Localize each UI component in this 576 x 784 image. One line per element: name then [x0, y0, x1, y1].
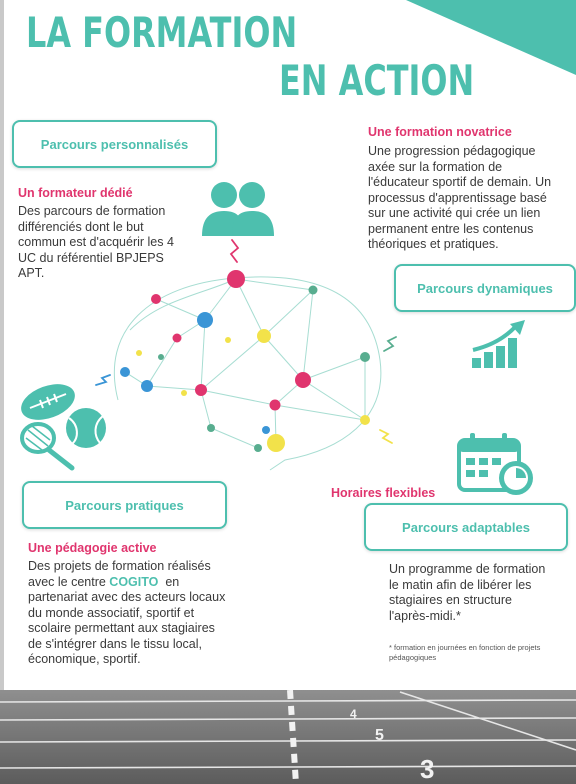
text-line: UC du référentiel BPJEPS: [18, 250, 164, 265]
text-line: sur une activité qui crée un lien: [368, 206, 541, 220]
pill-parcours-personnalises: Parcours personnalisés: [12, 120, 217, 168]
text-line: de s'intégrer dans le tissu local,: [28, 636, 203, 651]
sports-balls-icon: [20, 384, 106, 471]
page-title-line2: EN ACTION: [279, 56, 475, 105]
track-lane-number: 3: [420, 754, 434, 784]
text-line: scolaire permettant aux stagiaires: [28, 621, 215, 635]
text-line: théoriques et pratiques.: [368, 237, 499, 251]
text-line: axée sur la formation de: [368, 159, 503, 174]
growth-chart-icon: [472, 320, 525, 368]
note-line: pédagogiques: [389, 653, 437, 662]
text-line: Un programme de formation: [389, 562, 546, 576]
cogito-highlight: COGITO: [109, 574, 159, 589]
pill-label: Parcours personnalisés: [40, 136, 189, 152]
heading-formation-novatrice: Une formation novatrice: [368, 125, 512, 139]
text-line: commun est d'acquérir les 4: [18, 235, 174, 249]
text-line: économique, sportif.: [28, 652, 141, 666]
text-line: du monde associatif, sportif et: [28, 605, 195, 620]
text-line-with-highlight: avec le centre COGITO en: [28, 575, 225, 591]
left-margin-rule: [0, 0, 4, 700]
text-formation-novatrice: Une progression pédagogique axée sur la …: [368, 144, 551, 253]
text-line: processus d'apprentissage basé: [368, 190, 547, 205]
text-line: l'après-midi.*: [389, 608, 461, 623]
text-line: Des projets de formation réalisés: [28, 559, 211, 573]
text-fragment: avec le centre: [28, 574, 110, 589]
pill-parcours-adaptables: Parcours adaptables: [364, 503, 568, 551]
pill-label: Parcours pratiques: [65, 497, 184, 513]
footnote-horaires: * formation en journées en fonction de p…: [389, 643, 540, 663]
calendar-clock-icon: [457, 433, 533, 495]
track-lane-number: 5: [375, 727, 384, 744]
text-pedagogie-active: Des projets de formation réalisés avec l…: [28, 559, 225, 668]
text-line: l'éducateur sportif de demain. Un: [368, 175, 552, 189]
people-icon: [202, 182, 274, 236]
text-line: différenciés dont le but: [18, 219, 144, 234]
text-line: partenariat avec des acteurs locaux: [28, 590, 226, 604]
note-line: * formation en journées en fonction de p…: [389, 643, 541, 652]
text-line: le matin afin de libérer les: [389, 577, 532, 592]
pill-label: Parcours dynamiques: [417, 280, 553, 296]
page-title-line1: LA FORMATION: [26, 8, 298, 57]
text-fragment: en: [158, 574, 180, 589]
text-line: APT.: [18, 266, 45, 280]
text-formateur-dedie: Des parcours de formation différenciés d…: [18, 204, 174, 282]
pill-label: Parcours adaptables: [402, 519, 530, 535]
pill-parcours-pratiques: Parcours pratiques: [22, 481, 227, 529]
text-line: Une progression pédagogique: [368, 144, 536, 158]
heading-formateur-dedie: Un formateur dédié: [18, 186, 133, 200]
heading-horaires-flexibles: Horaires flexibles: [331, 486, 436, 500]
text-horaires-flexibles: Un programme de formation le matin afin …: [389, 562, 545, 624]
pill-parcours-dynamiques: Parcours dynamiques: [394, 264, 576, 312]
text-line: stagiaires en structure: [389, 593, 512, 607]
text-line: permanent entre les contenus: [368, 221, 534, 236]
track-lane-number: 4: [350, 707, 357, 721]
heading-pedagogie-active: Une pédagogie active: [28, 541, 157, 555]
corner-decoration: [406, 0, 576, 75]
brain-network-illustration: [95, 239, 397, 471]
text-line: Des parcours de formation: [18, 204, 166, 218]
running-track-image: 4 5 3: [0, 690, 576, 784]
